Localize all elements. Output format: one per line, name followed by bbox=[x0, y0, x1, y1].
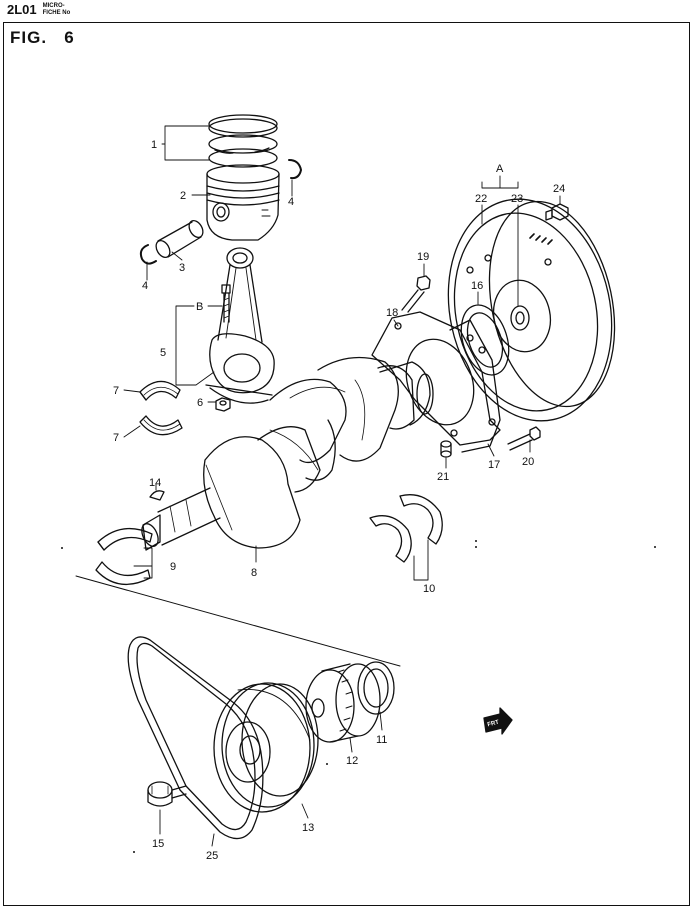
thrust-washer-right bbox=[399, 494, 443, 545]
callout-B: B bbox=[196, 301, 203, 313]
page-header: 2L01 MICRO- FICHE No bbox=[7, 3, 70, 21]
main-bearing-upper bbox=[97, 527, 153, 551]
callout-10: 10 bbox=[423, 583, 435, 595]
thrust-washer-left bbox=[369, 515, 412, 563]
piston-pin bbox=[155, 219, 204, 259]
callout-16: 16 bbox=[471, 280, 483, 292]
callout-12: 12 bbox=[346, 755, 358, 767]
rod-nut bbox=[215, 397, 231, 412]
group-boundary-line bbox=[75, 575, 401, 667]
leader-lines bbox=[123, 125, 561, 847]
figure-frame bbox=[3, 22, 690, 906]
front-arrow-label: FRT bbox=[487, 720, 500, 729]
connecting-rod bbox=[205, 247, 275, 404]
timing-pulley bbox=[305, 663, 381, 743]
circlip-right bbox=[288, 159, 302, 180]
callout-6: 6 bbox=[197, 397, 203, 409]
front-arrow-icon bbox=[483, 707, 513, 735]
callout-17: 17 bbox=[488, 459, 500, 471]
pulley-bolt bbox=[147, 781, 187, 807]
stray-marks bbox=[61, 540, 656, 853]
rod-bearing-lower bbox=[139, 415, 183, 436]
callout-labels: 1 2 3 4 4 B 5 6 7 7 8 9 10 11 12 13 14 1… bbox=[113, 139, 565, 862]
callout-22: 22 bbox=[475, 193, 487, 205]
housing-gasket bbox=[449, 319, 501, 453]
oil-seal-housing bbox=[371, 311, 501, 446]
callout-11: 11 bbox=[376, 734, 387, 746]
main-bearing-lower bbox=[95, 561, 151, 586]
callout-13: 13 bbox=[302, 822, 314, 834]
piston bbox=[206, 164, 280, 241]
pilot-bearing bbox=[510, 305, 530, 331]
callout-21: 21 bbox=[437, 471, 449, 483]
callout-23: 23 bbox=[511, 193, 523, 205]
callout-7-upper: 7 bbox=[113, 385, 119, 397]
callout-5: 5 bbox=[160, 347, 166, 359]
guide-plate bbox=[357, 661, 395, 715]
microfiche-label: MICRO- FICHE No bbox=[42, 3, 71, 16]
callout-19: 19 bbox=[417, 251, 429, 263]
callout-18: 18 bbox=[386, 307, 398, 319]
callout-15: 15 bbox=[152, 838, 164, 850]
callout-4-left: 4 bbox=[142, 280, 148, 292]
callout-25: 25 bbox=[206, 850, 218, 862]
circlip-left bbox=[139, 244, 157, 265]
rod-bolt bbox=[221, 284, 231, 323]
crankshaft-pulley bbox=[213, 682, 319, 813]
callout-3: 3 bbox=[179, 262, 185, 274]
callout-24: 24 bbox=[553, 183, 565, 195]
callout-20: 20 bbox=[522, 456, 534, 468]
housing-bolt-lower bbox=[507, 426, 541, 451]
flywheel bbox=[447, 198, 616, 422]
crankshaft bbox=[141, 356, 434, 551]
callout-2: 2 bbox=[180, 190, 186, 202]
figure-title: FIG. 6 bbox=[10, 28, 75, 47]
rod-bearing-upper bbox=[139, 380, 181, 401]
callout-A: A bbox=[496, 163, 504, 175]
rear-oil-seal bbox=[460, 304, 510, 376]
v-belt bbox=[127, 636, 264, 840]
callout-14: 14 bbox=[149, 477, 161, 489]
callout-8: 8 bbox=[251, 567, 257, 579]
model-code: 2L01 bbox=[7, 2, 37, 17]
dowel-pin bbox=[440, 440, 452, 458]
piston-rings bbox=[208, 114, 278, 168]
callout-4-right: 4 bbox=[288, 196, 294, 208]
woodruff-key bbox=[149, 490, 165, 501]
callout-7-lower: 7 bbox=[113, 432, 119, 444]
callout-9: 9 bbox=[170, 561, 176, 573]
callout-1: 1 bbox=[151, 139, 157, 151]
housing-bolt bbox=[401, 275, 431, 313]
